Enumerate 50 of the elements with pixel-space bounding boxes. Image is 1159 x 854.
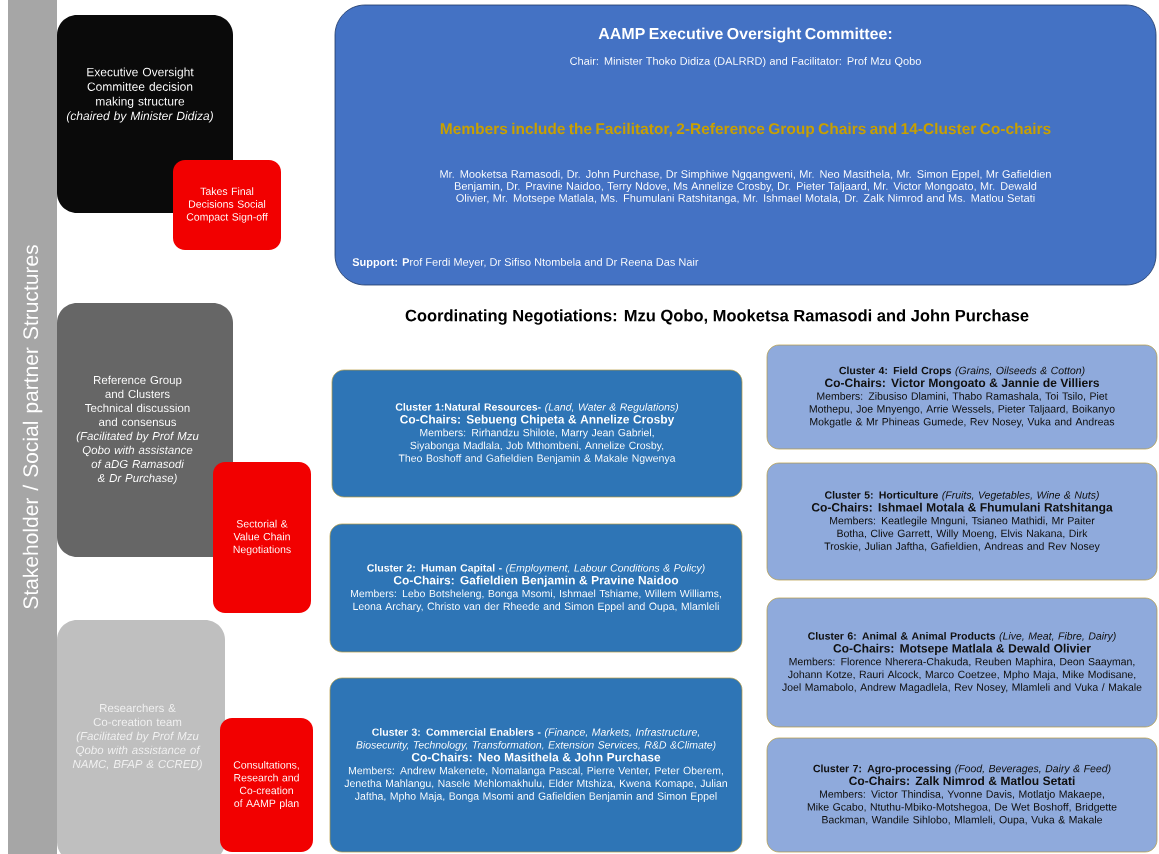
members-list: Members: Zibusiso Dlamini, Thabo Ramashala, Toi Tsilo, Piet Mothepu, Joe Mnyengo, Arrie Wessels, Pieter Taljaard, Boikanyo Mokgatle & Mr Phineas Gumede, Rev Nosey, Vuka and Andreas: [809, 392, 1115, 428]
cluster-heading: Cluster 4: Field Crops (Grains, Oilseeds & Cotton): [839, 366, 1085, 377]
cluster-heading: Cluster 6: Animal & Animal Products (Live, Meat, Fibre, Dairy): [808, 632, 1116, 642]
cluster-heading: Cluster 2: Human Capital - (Employment, Labour Conditions & Policy): [367, 563, 705, 574]
box-text: Reference Group and Clusters: [94, 375, 182, 399]
members-list: Members: Keatlegile Mnguni, Tsianeo Mathidi, Mr Paiter Botha, Clive Garrett, Willy Moeng, Elvis Nakana, Dirk Troskie, Julian Jaftha, Gafieldien, Andreas and Rev Nosey: [824, 516, 1100, 552]
cluster-box: [329, 677, 743, 853]
role-box: [213, 462, 311, 613]
box-text: Executive Oversight Committee decision making structure: [87, 67, 194, 108]
members-heading: Members include the Facilitator, 2-Reference Group Chairs and 14-Cluster Co-chairs: [440, 122, 1051, 138]
committee-title: AAMP Executive Oversight Committee:: [598, 27, 892, 43]
members-list: Members: Lebo Botsheleng, Bonga Msomi, Ishmael Tshiame, Willem Williams, Leona Archary, Christo van der Rheede and Simon Eppel and Oupa, Mlamleli: [351, 589, 721, 613]
members-list: Mr. Mooketsa Ramasodi, Dr. John Purchase, Dr Simphiwe Ngqangweni, Mr. Neo Masithela, Mr. Simon Eppel, Mr Gafieldien Benjamin, Dr. Pravine Naidoo, Terry Ndove, Ms Annelize Crosby, Dr. Pieter Taljaard, Mr. Victor Mongoato, Mr. Dewald Olivier, Mr. Motsepe Matlala, Ms. Fhumulani Ratshitanga, Mr. Ishmael Motala, Dr. Zalk Nimrod and Ms. Matlou Setati: [440, 169, 1051, 205]
cluster-heading: Cluster 7: Agro-processing (Food, Beverages, Dairy & Feed): [813, 764, 1111, 775]
cluster-heading: Cluster 1:Natural Resources- (Land, Water & Regulations): [395, 403, 679, 413]
cluster-box: [329, 523, 743, 653]
structure-box: [57, 15, 233, 213]
co-chairs-line: Co-Chairs: Zalk Nimrod & Matlou Setati: [849, 776, 1075, 786]
members-list: Members: Andrew Makenete, Nomalanga Pascal, Pierre Venter, Peter Oberem, Jenetha Mahlangu, Nasele Mehlomakhulu, Elder Mtshiza, Kwena Komape, Julian Jaftha, Mpho Maja, Bonga Msomi and Gafieldien Benjamin and Simon Eppel: [344, 766, 727, 802]
co-chairs-line: Co-Chairs: Sebueng Chipeta & Annelize Crosby: [400, 414, 675, 426]
members-list: Members: Victor Thindisa, Yvonne Davis, Motlatjo Makaepe, Mike Gcabo, Ntuthu-Mbiko-Motshegoa, De Wet Boshoff, Bridgette Backman, Wandile Sihlobo, Mlamleli, Oupa, Vuka & Makale: [807, 790, 1117, 826]
structure-box: [57, 303, 233, 557]
chair-line: Chair: Minister Thoko Didiza (DALRRD) and Facilitator: Prof Mzu Qobo: [570, 56, 921, 68]
members-list: Members: Rirhandzu Shilote, Marry Jean Gabriel, Siyabonga Madlala, Job Mthombeni, Annelize Crosby, Theo Boshoff and Gafieldien Benjamin & Makale Ngwenya: [398, 428, 676, 464]
box-text: Sectorial & Value Chain Negotiations: [233, 519, 291, 556]
co-chairs-line: Co-Chairs: Ishmael Motala & Fhumulani Ratshitanga: [811, 502, 1113, 514]
box-text: Takes Final Decisions Social Compact Sign-off: [186, 187, 268, 223]
box-text: Technical discussion and consensus: [85, 403, 190, 427]
support-line: Support: Prof Ferdi Meyer, Dr Sifiso Ntombela and Dr Reena Das Nair: [352, 257, 699, 269]
cluster-box: [766, 597, 1158, 728]
co-chairs-line: Co-Chairs: Victor Mongoato & Jannie de Villiers: [825, 378, 1100, 390]
cluster-heading: Cluster 3: Commercial Enablers - (Finance, Markets, Infrastructure, Biosecurity, Technology, Transformation, Extension Services, R&D &Climate): [356, 728, 716, 751]
cluster-heading: Cluster 5: Horticulture (Fruits, Vegetables, Wine & Nuts): [825, 491, 1099, 501]
cluster-box: [766, 737, 1158, 853]
cluster-box: [331, 369, 743, 498]
italic-note: (Facilitated by Prof Mzu Qobo with assistance of aDG Ramasodi & Dr Purchase): [76, 431, 199, 485]
co-chairs-line: Co-Chairs: Motsepe Matlala & Dewald Olivier: [833, 643, 1091, 655]
role-box: [220, 718, 313, 852]
co-chairs-line: Co-Chairs: Neo Masithela & John Purchase: [411, 752, 661, 762]
cluster-box: [766, 462, 1158, 581]
role-box: [173, 160, 281, 250]
band-label: Stakeholder / Social partner Structures: [22, 245, 43, 609]
members-list: Members: Florence Nherera-Chakuda, Reuben Maphira, Deon Saayman, Johann Kotze, Rauri Alcock, Marco Coetzee, Mpho Maja, Mike Modisane, Joel Mamabolo, Andrew Magadlela, Rev Nosey, Mlamleli and Vuka / Makale: [782, 657, 1142, 693]
italic-note: (chaired by Minister Didiza): [66, 111, 213, 123]
heading: Coordinating Negotiations: Mzu Qobo, Mooketsa Ramasodi and John Purchase: [405, 309, 1029, 325]
co-chairs-line: Co-Chairs: Gafieldien Benjamin & Pravine Naidoo: [393, 575, 679, 587]
side-band: [8, 0, 57, 854]
structure-box: [57, 620, 225, 854]
box-text: Consultations, Research and Co-creation of AAMP plan: [233, 760, 299, 810]
cluster-box: [766, 344, 1158, 450]
